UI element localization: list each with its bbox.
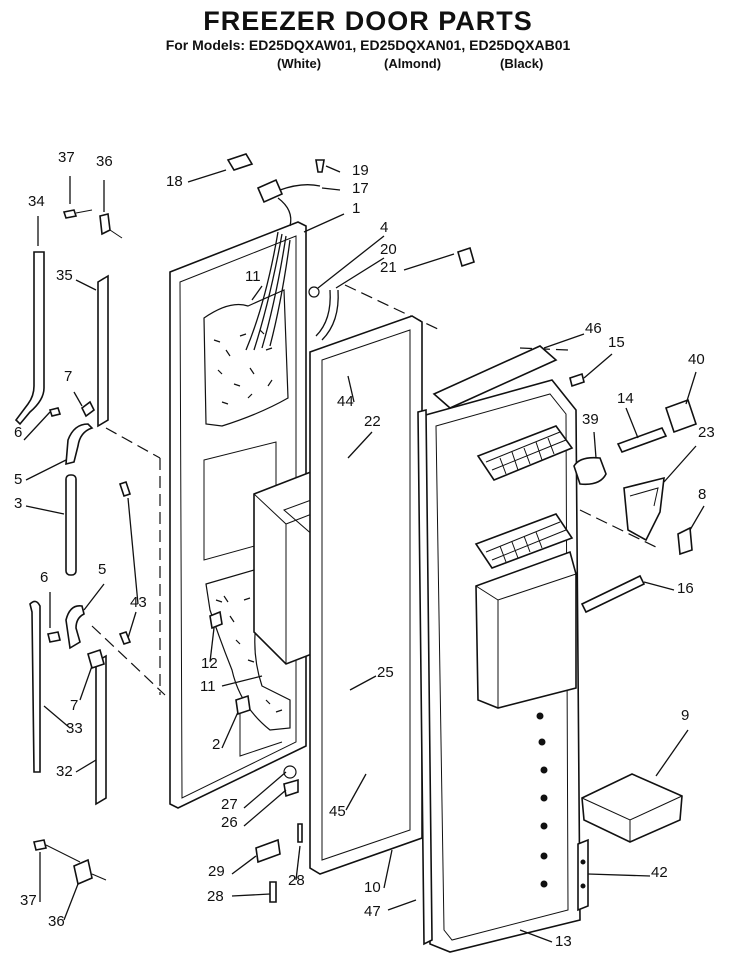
- callout-c26: 26: [221, 814, 238, 831]
- handle-bar-32: [95, 654, 107, 806]
- part-18: [226, 153, 254, 171]
- callout-c39: 39: [582, 411, 599, 428]
- connector-18b: [256, 178, 284, 204]
- callout-c23: 23: [698, 424, 715, 441]
- callout-c45: 45: [329, 803, 346, 820]
- callout-c6b: 6: [40, 569, 48, 586]
- callout-c12: 12: [201, 655, 218, 672]
- hinge-parts-left: [14, 209, 132, 886]
- callout-c46: 46: [585, 320, 602, 337]
- part-40: [664, 398, 698, 434]
- insulation-11-upper: [203, 289, 289, 427]
- callout-c44: 44: [337, 393, 354, 410]
- callout-c2: 2: [212, 736, 220, 753]
- bracket-2: [235, 694, 251, 716]
- callout-c27: 27: [221, 796, 238, 813]
- variant-almond: (Almond): [384, 56, 442, 71]
- callout-c28b: 28: [207, 888, 224, 905]
- variant-black: (Black): [500, 56, 544, 71]
- callout-c36a: 36: [96, 153, 113, 170]
- callout-c7b: 7: [70, 697, 78, 714]
- plug-21: [457, 246, 475, 268]
- callout-c6a: 6: [14, 424, 22, 441]
- clip-12: [209, 610, 223, 630]
- callout-c7a: 7: [64, 368, 72, 385]
- callout-c21: 21: [380, 259, 397, 276]
- handle-bar-35: [97, 274, 109, 428]
- callout-c37b: 37: [20, 892, 37, 909]
- trim-47: [417, 408, 433, 946]
- callout-c16: 16: [677, 580, 694, 597]
- page-title: FREEZER DOOR PARTS: [203, 6, 533, 36]
- callout-c8: 8: [698, 486, 706, 503]
- bracket-42: [577, 838, 589, 912]
- callout-c20: 20: [380, 241, 397, 258]
- bin-46: [432, 345, 558, 409]
- outer-door-1: [169, 153, 325, 809]
- callout-c10: 10: [364, 879, 381, 896]
- inner-liner-13: [417, 345, 585, 953]
- callout-c14: 14: [617, 390, 634, 407]
- callout-c3: 3: [14, 495, 22, 512]
- callout-c18: 18: [166, 173, 183, 190]
- callout-c35: 35: [56, 267, 73, 284]
- callout-c32: 32: [56, 763, 73, 780]
- callout-c40: 40: [688, 351, 705, 368]
- gasket-10: [309, 315, 423, 875]
- callout-c1: 1: [352, 200, 360, 217]
- callout-c11a: 11: [245, 268, 261, 285]
- callout-c28a: 28: [288, 872, 305, 889]
- variant-white: (White): [277, 56, 322, 71]
- insulation-11-lower: [205, 569, 291, 731]
- callout-c25: 25: [377, 664, 394, 681]
- bracket-36-lower: [73, 858, 93, 886]
- callout-c22: 22: [364, 413, 381, 430]
- trim-strip-33: [29, 600, 41, 773]
- tube-3: [65, 474, 77, 576]
- callout-c11b: 11: [200, 678, 216, 695]
- part-39: [573, 456, 607, 486]
- bar-16: [580, 574, 646, 614]
- hinge-5-lower: [65, 604, 85, 650]
- drip-tray-9: [581, 773, 683, 843]
- callout-c33: 33: [66, 720, 83, 737]
- callout-c4: 4: [380, 219, 388, 236]
- callout-c5a: 5: [14, 471, 22, 488]
- leader-lines: [23, 165, 705, 943]
- model-numbers: For Models: ED25DQXAW01, ED25DQXAN01, ED…: [165, 37, 571, 53]
- chute-23: [623, 476, 665, 542]
- callout-c19: 19: [352, 162, 369, 179]
- callout-c9: 9: [681, 707, 689, 724]
- bracket-29: [255, 838, 281, 864]
- callout-labels: 1234556677891011111213141516171819202122…: [14, 149, 715, 950]
- callout-c47: 47: [364, 903, 381, 920]
- callout-c15: 15: [608, 334, 625, 351]
- hinge-parts-right: [573, 398, 698, 912]
- clip-8: [677, 526, 693, 556]
- callout-c36b: 36: [48, 913, 65, 930]
- bracket-36: [99, 213, 111, 236]
- callout-c29: 29: [208, 863, 225, 880]
- callout-c5b: 5: [98, 561, 106, 578]
- callout-c13: 13: [555, 933, 572, 950]
- callout-c37a: 37: [58, 149, 75, 166]
- hinge-5-upper: [65, 423, 94, 466]
- callout-c42: 42: [651, 864, 668, 881]
- callout-c17: 17: [352, 180, 369, 197]
- trim-strip-34: [14, 251, 45, 426]
- callout-c43: 43: [130, 594, 147, 611]
- strip-14: [616, 427, 668, 453]
- callout-c34: 34: [28, 193, 45, 210]
